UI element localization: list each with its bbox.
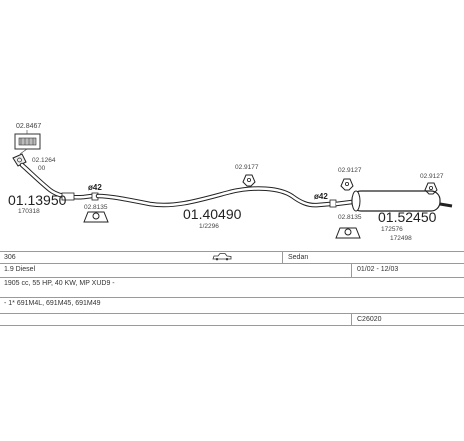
rubber-rear-b-label: 02.9127 (420, 173, 444, 180)
front-pipe-sub-label: 170318 (18, 208, 40, 215)
rear-clamp-part[interactable] (329, 199, 337, 208)
info-row-model: 306 Sedan (0, 251, 464, 263)
info-row-engine: 1.9 Diesel 01/02 - 12/03 (0, 263, 464, 275)
rubber-rear-a-part[interactable] (340, 178, 354, 191)
divider (282, 251, 283, 263)
catalog-number: C26020 (357, 316, 382, 323)
mid-pipe-sub-label: 1/2296 (199, 223, 219, 230)
exhaust-diagram: 02.8467 02.1264 00 01.13950 170318 ø42 0… (8, 123, 453, 242)
rear-silencer-sub-2: 172498 (390, 235, 412, 242)
divider (351, 263, 352, 277)
clamp-front-diameter: ø42 (88, 183, 102, 192)
top-clamp-part[interactable] (14, 133, 41, 150)
gasket-label: 02.1264 (32, 157, 56, 164)
info-bottom-rule (0, 325, 464, 326)
vehicle-codes: - 1* 691M4L, 691M45, 691M49 (4, 300, 101, 307)
front-bracket-part[interactable] (83, 211, 109, 223)
rear-silencer-label: 01.52450 (378, 209, 437, 225)
vehicle-model: 306 (4, 254, 16, 261)
front-pipe-part[interactable] (19, 162, 95, 201)
info-row-catalog: C26020 (0, 313, 464, 325)
rear-silencer-part[interactable] (335, 190, 453, 212)
vehicle-engine: 1.9 Diesel (4, 266, 36, 273)
rubber-rear-a-label: 02.9127 (338, 167, 362, 174)
vehicle-body: Sedan (288, 254, 309, 261)
vehicle-specs: 1905 cc, 55 HP, 40 KW, MP XUD9 - (4, 280, 115, 287)
info-row-codes: - 1* 691M4L, 691M45, 691M49 (0, 297, 464, 309)
divider (351, 313, 352, 325)
rear-silencer-sub-1: 172576 (381, 226, 403, 233)
gasket-sub-label: 00 (38, 165, 46, 172)
vehicle-years: 01/02 - 12/03 (357, 266, 399, 273)
front-pipe-label: 01.13950 (8, 192, 67, 208)
car-sedan-icon (212, 252, 232, 264)
top-clamp-label: 02.8467 (16, 123, 41, 130)
front-bracket-label: 02.8135 (84, 204, 108, 211)
rear-bracket-label: 02.8135 (338, 214, 362, 221)
mid-pipe-part[interactable] (95, 186, 333, 208)
mid-rubber-label: 02.9177 (235, 164, 259, 171)
clamp-rear-diameter: ø42 (314, 192, 328, 201)
info-row-specs: 1905 cc, 55 HP, 40 KW, MP XUD9 - (0, 277, 464, 289)
mid-pipe-label: 01.40490 (183, 206, 242, 222)
rear-bracket-part[interactable] (335, 227, 361, 239)
rubber-rear-b-part[interactable] (424, 182, 438, 195)
mid-rubber-part[interactable] (242, 174, 256, 187)
